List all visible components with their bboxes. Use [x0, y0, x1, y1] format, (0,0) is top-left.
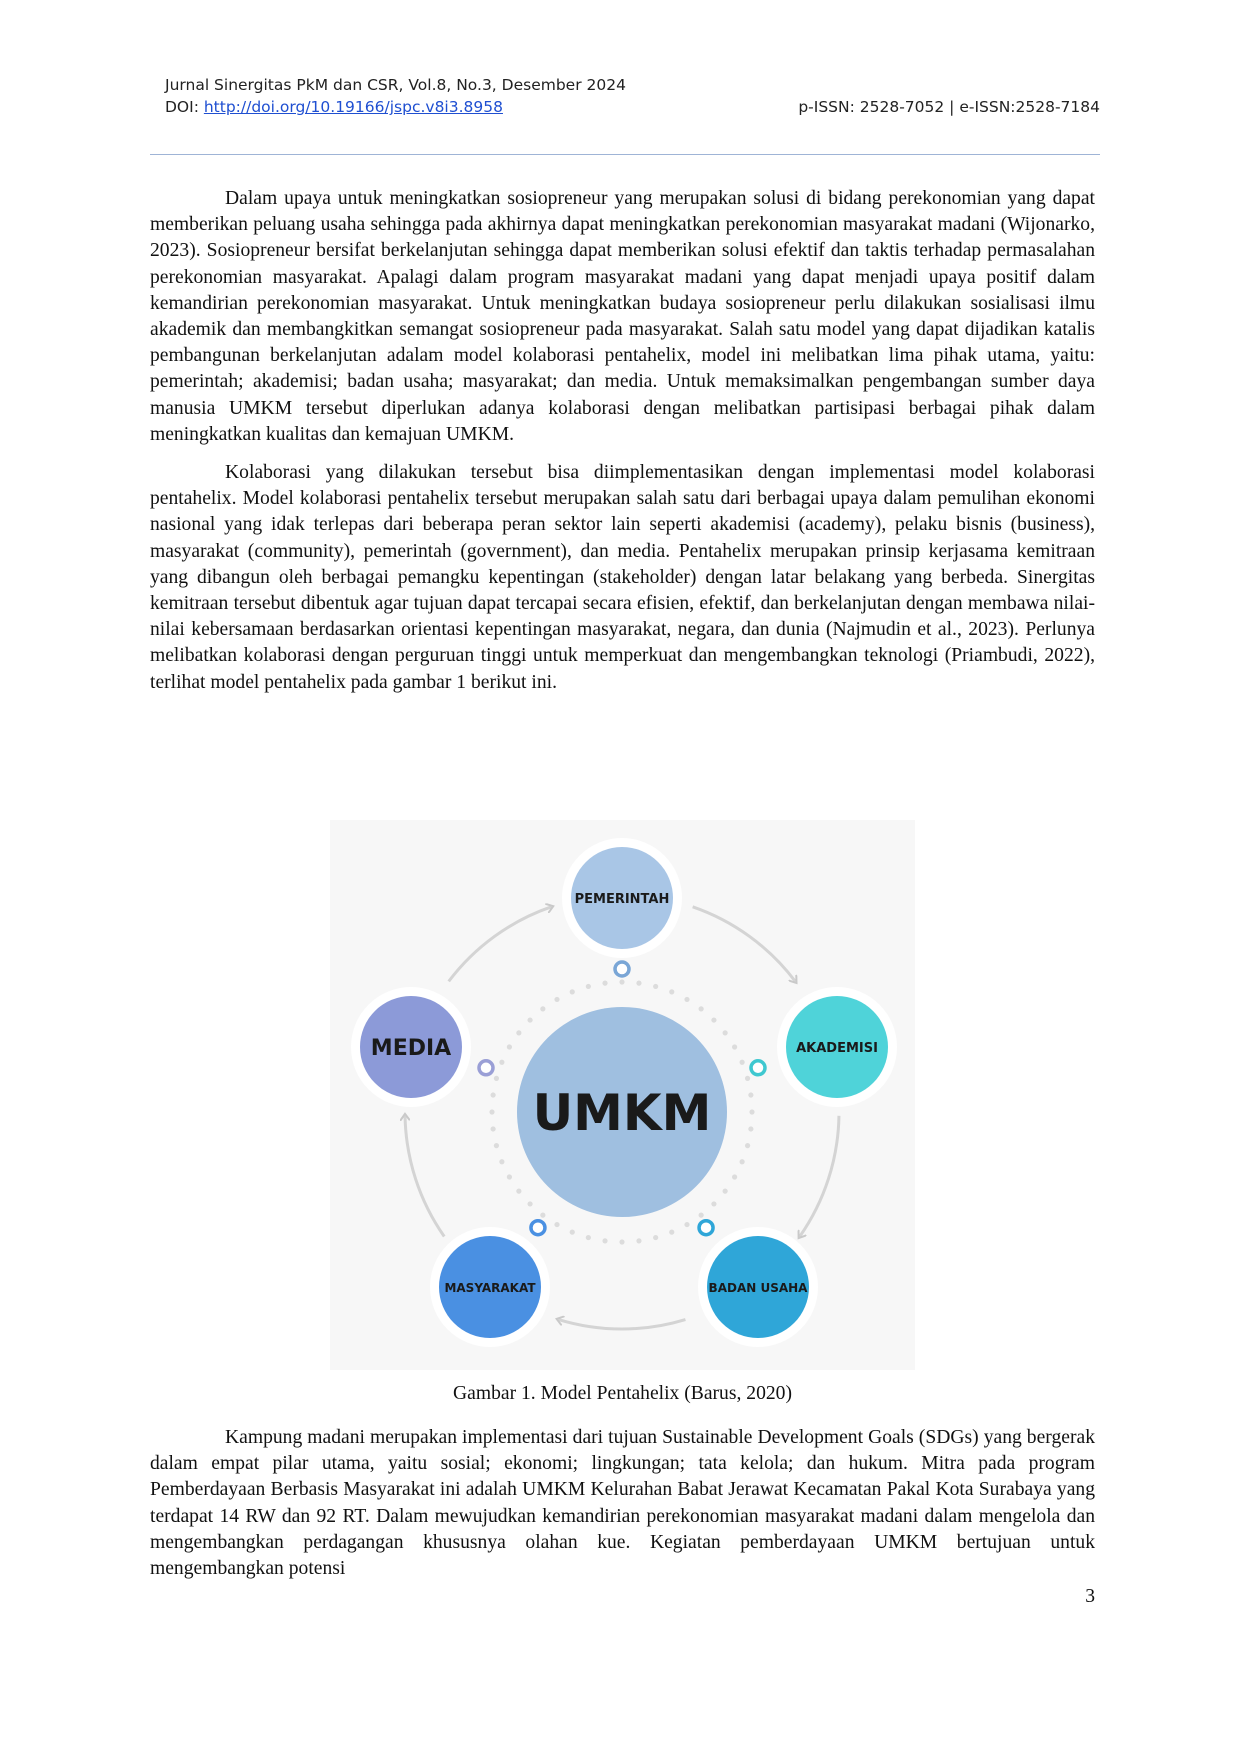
node-label: AKADEMISI [796, 1041, 878, 1056]
pentahelix-diagram: UMKM PEMERINTAH AKADEMISI BADAN USAHA [330, 820, 915, 1370]
node-circle [439, 1236, 541, 1338]
ring-dot [554, 1221, 560, 1228]
ring-dot [619, 979, 625, 985]
center-circle [517, 1007, 727, 1217]
ring-dot [669, 1229, 675, 1235]
ring-dot [554, 996, 560, 1003]
ring-dot [585, 1234, 591, 1241]
connector-ring [697, 1218, 715, 1237]
center-node: UMKM [517, 1007, 727, 1217]
paragraph-1: Dalam upaya untuk meningkatkan sosiopren… [150, 188, 1095, 445]
connector-ring [529, 1218, 547, 1237]
ring-dot [516, 1030, 522, 1036]
cycle-arrow [405, 1116, 446, 1238]
connector-ring [613, 960, 631, 978]
ring-dot [569, 989, 575, 995]
ring-dot [748, 1126, 754, 1132]
ring-dot [711, 1201, 717, 1207]
pentahelix-figure: UMKM PEMERINTAH AKADEMISI BADAN USAHA [330, 820, 915, 1370]
ring-dot [493, 1143, 500, 1149]
node-circle [707, 1236, 809, 1338]
page-number: 3 [1085, 1586, 1095, 1607]
body-text: Dalam upaya untuk meningkatkan sosiopren… [150, 186, 1095, 708]
ring-dot [722, 1188, 728, 1194]
ring-dot [749, 1109, 755, 1115]
ring-dot [698, 1212, 704, 1218]
ring-dot [506, 1174, 513, 1180]
cycle-arrow [447, 907, 552, 983]
node-label: MEDIA [371, 1036, 451, 1061]
ring-dot [493, 1075, 500, 1081]
doi-link[interactable]: http://doi.org/10.19166/jspc.v8i3.8958 [203, 98, 503, 116]
header-divider [150, 154, 1100, 155]
doi-line: DOI: http://doi.org/10.19166/jspc.v8i3.8… [165, 96, 503, 118]
connector-ring [477, 1059, 495, 1077]
ring-dot [744, 1075, 751, 1081]
header-row-doi: DOI: http://doi.org/10.19166/jspc.v8i3.8… [165, 96, 1100, 118]
ring-dot [490, 1092, 496, 1098]
ring-dot [711, 1017, 717, 1023]
journal-title: Jurnal Sinergitas PkM dan CSR, Vol.8, No… [165, 76, 626, 94]
doi-label: DOI: [165, 98, 204, 116]
node-circle [571, 847, 673, 949]
stakeholder-nodes: PEMERINTAH AKADEMISI BADAN USAHA MASYARA… [351, 838, 897, 1347]
ring-dot [684, 1221, 690, 1228]
cycle-arrows [405, 905, 841, 1331]
ring-dot [698, 1006, 704, 1012]
ring-dot [744, 1143, 751, 1149]
ring-dot [499, 1159, 505, 1165]
ring-dot [636, 1238, 642, 1244]
ring-dot [602, 1238, 608, 1244]
node-label: PEMERINTAH [575, 892, 670, 907]
decorative-dots [477, 960, 767, 1245]
node-label: MASYARAKAT [444, 1281, 536, 1295]
ring-dot [619, 1239, 625, 1245]
cycle-arrow [800, 1115, 841, 1237]
ring-dot [739, 1159, 745, 1165]
node-akademisi: AKADEMISI [777, 987, 897, 1107]
paragraph-2: Kolaborasi yang dilakukan tersebut bisa … [150, 462, 1095, 693]
ring-dot [569, 1229, 575, 1235]
cycle-arrow [559, 1320, 686, 1331]
ring-dot [602, 980, 608, 986]
ring-dot [516, 1188, 522, 1194]
running-header: Jurnal Sinergitas PkM dan CSR, Vol.8, No… [165, 74, 1100, 118]
ring-dot [653, 1234, 659, 1241]
paragraph-3: Kampung madani merupakan implementasi da… [150, 1427, 1095, 1580]
ring-dot [490, 1126, 496, 1132]
ring-dot [489, 1109, 495, 1115]
ring-dot [669, 989, 675, 995]
issn: p-ISSN: 2528-7052 | e-ISSN:2528-7184 [798, 98, 1100, 116]
ring-dot [506, 1044, 513, 1050]
node-circle [786, 996, 888, 1098]
ring-dot [527, 1201, 533, 1207]
cycle-arrow [692, 905, 796, 982]
ring-dot [748, 1092, 754, 1098]
ring-dot [540, 1006, 546, 1012]
ring-dot [636, 980, 642, 986]
connector-ring [749, 1059, 767, 1077]
center-label: UMKM [533, 1084, 712, 1142]
ring-dot [653, 983, 659, 990]
node-media: MEDIA [351, 987, 471, 1107]
ring-dot [585, 983, 591, 990]
ring-dot [499, 1059, 505, 1065]
node-circle [360, 996, 462, 1098]
node-pemerintah: PEMERINTAH [562, 838, 682, 958]
ring-dot [540, 1212, 546, 1218]
ring-dot [731, 1044, 738, 1050]
ring-dot [527, 1017, 533, 1023]
node-masyarakat: MASYARAKAT [430, 1227, 550, 1347]
ring-dot [739, 1059, 745, 1065]
body-text-continued: Kampung madani merupakan implementasi da… [150, 1425, 1095, 1582]
node-label: BADAN USAHA [709, 1281, 809, 1295]
ring-dot [731, 1174, 738, 1180]
node-badan-usaha: BADAN USAHA [698, 1227, 818, 1347]
ring-dot [722, 1030, 728, 1036]
ring-dot [684, 996, 690, 1003]
figure-caption: Gambar 1. Model Pentahelix (Barus, 2020) [452, 1383, 792, 1404]
